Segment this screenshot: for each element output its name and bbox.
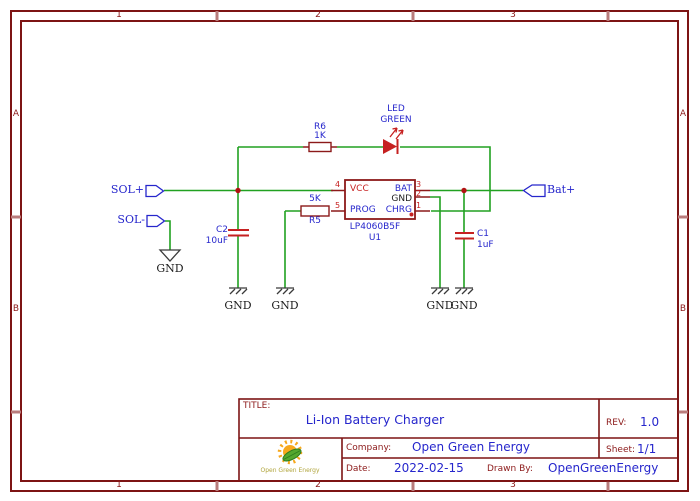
gnd-label-sol-minus[interactable]: GND xyxy=(156,262,184,275)
junction-dots xyxy=(235,187,467,194)
led-ref-label[interactable]: LED xyxy=(387,104,405,114)
port-bat-plus-label[interactable]: Bat+ xyxy=(547,183,576,196)
u1-pin-4-number: 4 xyxy=(334,180,341,189)
led-diode-icon[interactable] xyxy=(383,127,404,154)
company-label: Company: xyxy=(346,443,392,453)
logo-text: Open Green Energy xyxy=(260,467,320,474)
frame-col-1-top: 1 xyxy=(116,10,122,20)
ground-symbols[interactable] xyxy=(158,249,474,295)
gnd-label-u1[interactable]: GND xyxy=(426,299,454,312)
net-ports[interactable] xyxy=(145,184,546,228)
frame-col-2-bottom: 2 xyxy=(315,480,321,490)
u1-pin-5-number: 5 xyxy=(334,201,341,210)
rev-label: REV: xyxy=(606,418,627,428)
sheet-title: Li-Ion Battery Charger xyxy=(305,412,445,427)
port-sol-plus-label[interactable]: SOL+ xyxy=(110,183,144,196)
ic-u1[interactable] xyxy=(331,179,430,220)
sheet-label: Sheet: xyxy=(606,445,636,455)
u1-pin-bat-label: BAT xyxy=(394,184,412,194)
port-sol-plus-icon xyxy=(145,184,165,198)
u1-pin-prog-label: PROG xyxy=(350,205,376,215)
gnd-label-c1[interactable]: GND xyxy=(450,299,478,312)
ground-icon-r5 xyxy=(276,287,295,295)
frame-row-a-left: A xyxy=(12,109,20,119)
u1-pin-vcc-label: VCC xyxy=(350,184,369,194)
frame-row-b-right: B xyxy=(679,304,687,314)
title-block-grid xyxy=(238,398,679,482)
port-bat-plus-icon xyxy=(522,184,546,198)
date-value: 2022-02-15 xyxy=(394,461,464,475)
company-value: Open Green Energy xyxy=(412,440,531,454)
frame-col-3-top: 3 xyxy=(510,10,516,20)
drawn-by-value: OpenGreenEnergy xyxy=(548,461,659,475)
frame-col-2-top: 2 xyxy=(315,10,321,20)
r6-value-label[interactable]: 1K xyxy=(314,131,326,141)
rev-value: 1.0 xyxy=(640,415,660,429)
frame-col-3-bottom: 3 xyxy=(510,480,516,490)
ground-icon-c1 xyxy=(455,287,474,295)
capacitor-c2[interactable] xyxy=(228,229,249,237)
u1-pin-3-number: 3 xyxy=(416,180,422,189)
led-value-label[interactable]: GREEN xyxy=(380,115,412,125)
c2-ref-label[interactable]: C2 xyxy=(215,225,228,235)
u1-pin-1-number: 1 xyxy=(416,201,422,210)
ground-icon-sol-minus xyxy=(158,249,182,262)
r6-ref-label[interactable]: R6 xyxy=(314,122,326,132)
port-sol-minus-icon xyxy=(146,214,166,228)
drawn-by-label: Drawn By: xyxy=(487,464,533,474)
date-label: Date: xyxy=(346,464,371,474)
frame-row-b-left: B xyxy=(12,304,20,314)
resistor-r6[interactable] xyxy=(303,141,337,153)
u1-pin-2-number: 2 xyxy=(416,189,422,198)
port-sol-minus-label[interactable]: SOL- xyxy=(117,213,145,226)
gnd-label-c2[interactable]: GND xyxy=(224,299,252,312)
frame-row-a-right: A xyxy=(679,109,687,119)
u1-ref-label[interactable]: U1 xyxy=(368,233,382,243)
capacitor-c1[interactable] xyxy=(455,232,474,240)
r5-value-label[interactable]: 5K xyxy=(309,194,321,204)
u1-pin-chrg-label: CHRG xyxy=(385,205,412,215)
c1-ref-label[interactable]: C1 xyxy=(477,229,490,239)
frame-col-1-bottom: 1 xyxy=(116,480,122,490)
wire-net[interactable] xyxy=(164,146,523,288)
r5-ref-label[interactable]: R5 xyxy=(309,216,321,226)
ground-icon-c2 xyxy=(229,287,248,295)
company-logo xyxy=(277,439,303,465)
u1-part-label[interactable]: LP4060B5F xyxy=(349,222,401,232)
c2-value-label[interactable]: 10uF xyxy=(205,236,228,246)
resistor-r5[interactable] xyxy=(300,205,330,217)
gnd-label-r5[interactable]: GND xyxy=(271,299,299,312)
c1-value-label[interactable]: 1uF xyxy=(477,240,494,250)
ground-icon-u1 xyxy=(431,287,450,295)
frame-ticks xyxy=(11,11,688,491)
sheet-value: 1/1 xyxy=(637,442,657,456)
title-label: TITLE: xyxy=(243,401,271,411)
u1-pin-gnd-label: GND xyxy=(391,194,412,204)
